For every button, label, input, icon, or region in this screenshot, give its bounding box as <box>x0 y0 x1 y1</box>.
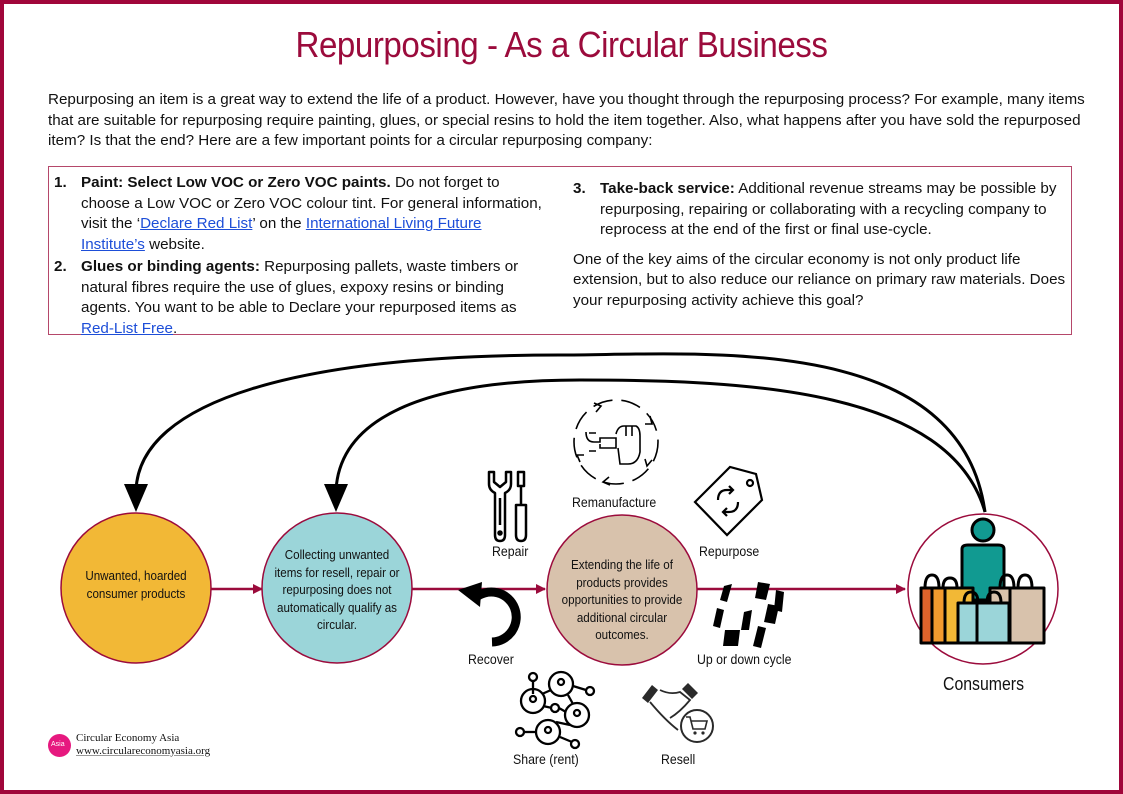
node-collecting <box>261 512 413 664</box>
node-extending <box>546 514 698 666</box>
label-repurpose: Repurpose <box>699 543 760 559</box>
repair-icon <box>487 470 528 543</box>
return-arc-inner <box>334 378 987 513</box>
point-glues: 2. Glues or binding agents: Repurposing … <box>54 257 544 339</box>
circular-flow-diagram <box>60 352 1059 750</box>
label-consumers: Consumers <box>943 674 1024 694</box>
declare-red-list-link[interactable]: Declare Red List <box>140 215 253 232</box>
point-text: Do not forget to choose a Low VOC or Zer… <box>81 174 542 232</box>
ilfi-link[interactable]: International Living Future Institute’s <box>81 215 482 253</box>
point-heading: Glues or binding agents: <box>81 258 260 275</box>
circular-economy-asia-logo: Asia <box>48 734 71 757</box>
page-title: Repurposing - As a Circular Business <box>295 24 828 65</box>
point-text: . <box>173 319 178 337</box>
key-points-box: 1. Paint: Select Low VOC or Zero VOC pai… <box>48 166 1072 337</box>
node-extending-text: Extending the life of products provides … <box>561 557 683 642</box>
resell-icon <box>642 683 714 743</box>
point-heading: Take-back service: <box>600 180 735 197</box>
return-arrowhead-outer <box>124 484 148 512</box>
intro-paragraph: Repurposing an item is a great way to ex… <box>48 91 1085 149</box>
key-points-left-column: 1. Paint: Select Low VOC or Zero VOC pai… <box>54 173 544 341</box>
point-number: 1. <box>54 174 67 191</box>
return-arrowhead-inner <box>324 484 348 512</box>
red-list-free-link[interactable]: Red-List Free <box>81 319 174 337</box>
org-website-link[interactable]: www.circulareconomyasia.org <box>76 745 211 757</box>
label-up-or-down-cycle: Up or down cycle <box>697 651 792 667</box>
point-paint: 1. Paint: Select Low VOC or Zero VOC pai… <box>54 173 544 255</box>
label-resell: Resell <box>661 751 696 767</box>
org-name: Circular Economy Asia <box>76 732 180 744</box>
point-text: website. <box>144 235 205 253</box>
org-info: Circular Economy Asia www.circulareconom… <box>76 732 210 758</box>
point-take-back: 3. Take-back service: Additional revenue… <box>573 179 1068 241</box>
label-recover: Recover <box>468 651 514 667</box>
point-heading: Paint: Select Low VOC or Zero VOC paints… <box>81 174 391 191</box>
recover-icon <box>458 582 521 647</box>
label-remanufacture: Remanufacture <box>572 494 657 510</box>
point-number: 3. <box>573 180 586 197</box>
point-number: 2. <box>54 258 67 275</box>
share-icon <box>514 670 596 750</box>
closing-paragraph: One of the key aims of the circular econ… <box>573 250 1066 309</box>
point-text: Repurposing pallets, waste timbers or na… <box>81 258 519 316</box>
point-text: ’ on the <box>252 215 306 232</box>
label-share-rent: Share (rent) <box>513 751 579 767</box>
node-hoarded <box>60 512 212 664</box>
cycle-icon <box>713 582 784 648</box>
node-hoarded-text: Unwanted, hoarded consumer products <box>85 568 187 601</box>
remanufacture-icon <box>573 399 659 486</box>
consumers-shopping-icon <box>919 517 1046 645</box>
return-arc-outer <box>134 352 987 513</box>
logo-text: Asia <box>51 741 65 748</box>
repurpose-icon <box>693 465 764 537</box>
point-text: Additional revenue streams may be possib… <box>600 180 1057 238</box>
node-collecting-text: Collecting unwanted items for resell, re… <box>274 547 400 632</box>
key-points-right-column: 3. Take-back service: Additional revenue… <box>573 179 1068 311</box>
label-repair: Repair <box>492 543 529 559</box>
